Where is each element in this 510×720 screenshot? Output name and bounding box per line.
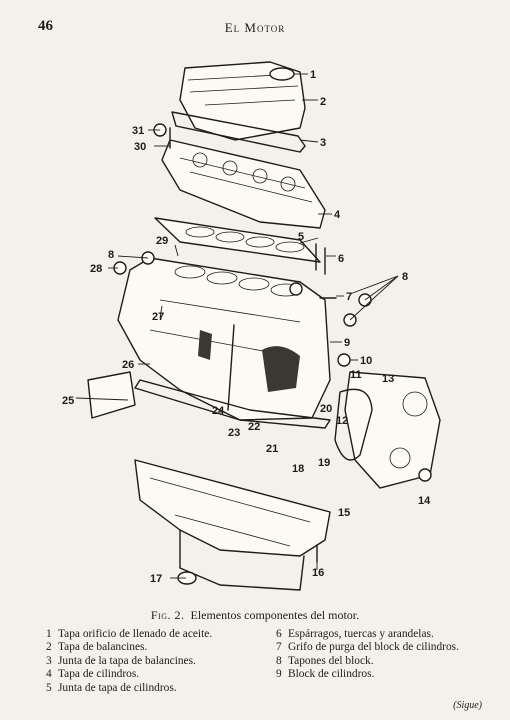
callout-16: 16 <box>312 567 324 579</box>
legend-text: Tapa orificio de llenado de aceite. <box>58 628 213 640</box>
legend-item: 4 Tapa de cilindros. <box>46 668 276 681</box>
callout-5: 5 <box>298 231 304 243</box>
seal-14 <box>418 468 432 482</box>
legend-column-2: 6 Espárragos, tuercas y arandelas. 7 Grifo… <box>276 628 491 682</box>
callout-7: 7 <box>346 291 352 303</box>
legend-number: 6 <box>276 628 282 640</box>
legend-text: Junta de la tapa de balancines. <box>58 654 196 667</box>
leader-lines <box>75 73 399 579</box>
legend-item: 6 Espárragos, tuercas y arandelas. <box>276 628 491 641</box>
studs-6 <box>315 243 326 275</box>
oil-pan <box>134 459 331 591</box>
callout-29: 29 <box>156 235 168 247</box>
callout-1: 1 <box>310 69 316 81</box>
callout-25: 25 <box>62 395 74 407</box>
callout-4: 4 <box>334 209 341 221</box>
running-head: El Motor <box>224 20 286 35</box>
callout-28: 28 <box>90 263 102 275</box>
legend-number: 9 <box>276 668 282 681</box>
legend-item: 7 Grifo de purga del block de cilindros. <box>276 641 491 654</box>
callout-11: 11 <box>350 369 362 381</box>
figure-label: Fig. 2. <box>150 608 185 622</box>
legend-item: 9 Block de cilindros. <box>276 668 491 681</box>
legend-number: 5 <box>46 681 52 694</box>
legend-item: 3 Junta de la tapa de balancines. <box>46 655 276 668</box>
mount-bracket <box>87 371 136 419</box>
figure-caption-text: Elementos componentes del motor. <box>190 608 360 622</box>
continued-note: (Sigue) <box>453 700 482 711</box>
legend-text: Grifo de purga del block de cilindros. <box>288 641 459 654</box>
callout-12: 12 <box>336 415 348 427</box>
figure-caption: Fig. 2. Elementos componentes del motor. <box>0 608 510 623</box>
legend-number: 1 <box>46 628 52 640</box>
callout-24: 24 <box>212 405 225 417</box>
callout-18: 18 <box>292 463 304 475</box>
callout-23: 23 <box>228 427 240 439</box>
callout-6: 6 <box>338 253 344 265</box>
block-plug <box>289 282 303 296</box>
legend-text: Junta de tapa de cilindros. <box>58 681 177 694</box>
rocker-cover <box>179 61 306 141</box>
engine-exploded-diagram: 1 2 3 4 5 6 7 8 8 9 10 11 12 13 14 15 16… <box>62 61 441 591</box>
callout-14: 14 <box>418 495 431 507</box>
callout-2: 2 <box>320 96 326 108</box>
cylinder-block <box>117 257 331 421</box>
legend-text: Block de cilindros. <box>288 668 375 681</box>
callout-labels: 1 2 3 4 5 6 7 8 8 9 10 11 12 13 14 15 16… <box>62 69 431 585</box>
callout-8-left: 8 <box>108 249 114 261</box>
callout-10: 10 <box>360 355 372 367</box>
legend-text: Tapa de balancines. <box>58 641 148 654</box>
page-number: 46 <box>38 18 53 34</box>
callout-17: 17 <box>150 573 162 585</box>
callout-22: 22 <box>248 421 260 433</box>
legend-item: 8 Tapones del block. <box>276 655 491 668</box>
oil-filler-cap <box>269 67 295 81</box>
callout-19: 19 <box>318 457 330 469</box>
callout-21: 21 <box>266 443 278 455</box>
callout-8-right: 8 <box>402 271 408 283</box>
callout-27: 27 <box>152 311 164 323</box>
callout-3: 3 <box>320 137 326 149</box>
legend-number: 8 <box>276 654 282 667</box>
callout-20: 20 <box>320 403 332 415</box>
dipstick-24 <box>227 324 235 411</box>
timing-cover <box>334 371 441 489</box>
callout-30: 30 <box>134 141 146 153</box>
sump-gasket <box>134 379 331 429</box>
seal-10 <box>337 353 351 367</box>
legend-number: 3 <box>46 654 52 667</box>
callout-13: 13 <box>382 373 394 385</box>
rocker-cover-gasket <box>171 111 306 153</box>
legend-item: 2 Tapa de balancines. <box>46 641 276 654</box>
legend-text: Tapones del block. <box>288 654 374 667</box>
legend-number: 2 <box>46 641 52 654</box>
legend-item: 5 Junta de tapa de cilindros. <box>46 682 276 695</box>
cylinder-head-gasket <box>154 217 321 263</box>
callout-31: 31 <box>132 125 144 137</box>
legend-text: Tapa de cilindros. <box>58 668 140 681</box>
legend-item: 1 Tapa orificio de llenado de aceite. <box>46 628 276 641</box>
callout-26: 26 <box>122 359 134 371</box>
legend-number: 4 <box>46 668 52 681</box>
cylinder-head <box>161 139 326 229</box>
callout-15: 15 <box>338 507 350 519</box>
legend-text: Espárragos, tuercas y arandelas. <box>288 628 434 640</box>
callout-9: 9 <box>344 337 350 349</box>
legend-number: 7 <box>276 641 282 654</box>
